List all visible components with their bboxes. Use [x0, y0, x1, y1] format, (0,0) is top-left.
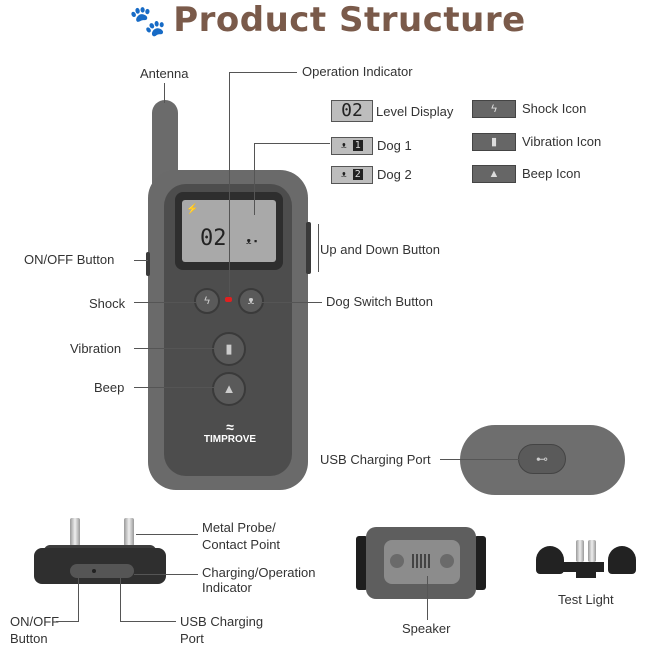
metal-probe-left — [70, 518, 80, 546]
strap-left — [356, 536, 368, 590]
bell-icon: ▲ — [222, 381, 236, 396]
label-beep: Beep — [94, 380, 125, 395]
vibration-icon: ▮ — [472, 133, 516, 151]
label-vibration: Vibration — [70, 341, 122, 356]
level-display-sample: 02 — [331, 100, 373, 122]
usb-port-icon[interactable]: ⊷ — [518, 444, 566, 474]
test-light-bulb-left — [536, 546, 564, 574]
strap-right — [474, 536, 486, 590]
vibration-button[interactable]: ▮ — [212, 332, 246, 366]
label-speaker: Speaker — [402, 621, 451, 636]
dog-icon: ᴥ — [247, 295, 255, 307]
lightning-icon: ⚡ — [186, 204, 199, 215]
metal-probe-right — [124, 518, 134, 546]
label-beep-icon: Beep Icon — [522, 166, 581, 181]
vibration-icon: ▮ — [225, 341, 233, 356]
dog-icon: ᴥ — [341, 169, 353, 180]
label-metal-probe-2: Contact Point — [202, 537, 281, 552]
lightning-icon: ϟ — [472, 100, 516, 118]
collar-back-face — [384, 540, 460, 584]
label-dog-switch-button: Dog Switch Button — [326, 294, 433, 309]
speaker-grille-icon — [412, 554, 432, 568]
label-shock-icon: Shock Icon — [522, 101, 587, 116]
label-dog1: Dog 1 — [377, 138, 412, 153]
label-test-light: Test Light — [558, 592, 614, 607]
shock-button[interactable]: ϟ — [194, 288, 220, 314]
label-vibration-icon: Vibration Icon — [522, 134, 602, 149]
dog-switch-button[interactable]: ᴥ — [238, 288, 264, 314]
brand-logo: ≈ TIMPROVE — [180, 420, 280, 445]
label-collar-on-off-1: ON/OFF — [10, 614, 60, 629]
label-on-off-button: ON/OFF Button — [24, 252, 115, 267]
label-collar-usb-1: USB Charging — [180, 614, 264, 629]
label-dog2: Dog 2 — [377, 167, 412, 182]
paw-icon: 🐾 — [129, 4, 168, 39]
label-metal-probe-1: Metal Probe/ — [202, 520, 276, 535]
label-collar-on-off-2: Button — [10, 631, 48, 646]
label-charging-indicator-1: Charging/Operation — [202, 565, 316, 580]
label-collar-usb-2: Port — [180, 631, 204, 646]
beep-button[interactable]: ▲ — [212, 372, 246, 406]
screw-icon — [390, 554, 404, 568]
label-level-display: Level Display — [376, 104, 454, 119]
label-up-down-button: Up and Down Button — [320, 242, 440, 257]
collar-control-strip — [70, 564, 134, 578]
dog2-sample: ᴥ 2 — [331, 166, 373, 184]
charging-indicator-led — [92, 569, 96, 573]
bell-icon: ▲ — [472, 165, 516, 183]
screw-icon — [440, 554, 454, 568]
operation-indicator-led — [225, 297, 232, 302]
page-title: 🐾Product Structure — [129, 0, 526, 40]
on-off-side-button[interactable] — [146, 252, 150, 276]
label-shock: Shock — [89, 296, 126, 311]
lightning-icon: ϟ — [204, 295, 210, 307]
dog-icon: ᴥ ▪ — [246, 236, 258, 246]
label-charging-indicator-2: Indicator — [202, 580, 252, 595]
test-light-probe-left — [576, 540, 584, 562]
label-usb-charging-port: USB Charging Port — [320, 452, 431, 467]
test-light-bulb-right — [608, 546, 636, 574]
wave-icon: ≈ — [226, 419, 234, 435]
label-operation-indicator: Operation Indicator — [302, 64, 413, 79]
label-antenna: Antenna — [140, 66, 189, 81]
test-light-probe-right — [588, 540, 596, 562]
test-light-base — [576, 568, 596, 578]
dog1-sample: ᴥ 1 — [331, 137, 373, 155]
lcd-level: 02 — [200, 226, 227, 251]
up-down-side-button[interactable] — [306, 222, 311, 274]
test-light-bar — [560, 562, 604, 572]
dog-icon: ᴥ — [341, 140, 353, 151]
